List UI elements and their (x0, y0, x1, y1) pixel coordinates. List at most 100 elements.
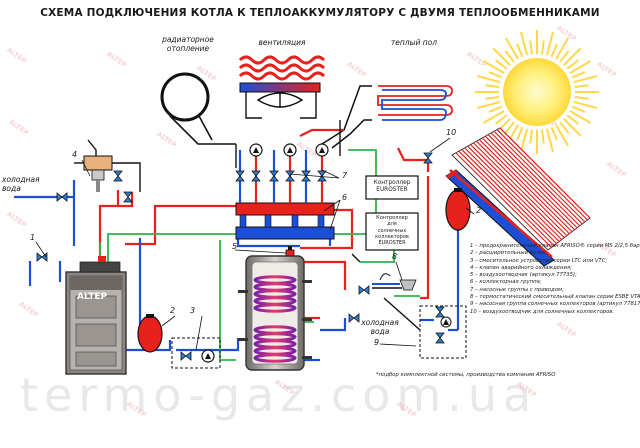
sun-illustration (475, 30, 599, 154)
boiler-brand-label: ALTEP (77, 292, 108, 302)
sun-ray (519, 31, 529, 56)
ball-valve (113, 170, 123, 182)
collector-tube (467, 145, 563, 241)
emergency-cooling-valve-4 (83, 155, 113, 192)
mixing-device-3 (171, 337, 221, 369)
collector-tube (476, 140, 571, 235)
callout-10: 10 (446, 128, 457, 137)
sun-ray (566, 114, 579, 125)
sun-ray (519, 128, 529, 153)
controller-2-line2: для (387, 221, 397, 228)
ball-valve (435, 306, 445, 318)
sun-ray (571, 105, 586, 113)
sun-ray (529, 40, 534, 55)
cold-water-outlet-label: холодная вода (352, 318, 408, 336)
underfloor-heating-label: теплый пол (390, 38, 438, 47)
ball-valve (269, 170, 279, 182)
collector-tube (464, 147, 561, 243)
sun-ray (540, 40, 545, 55)
ball-valve (235, 170, 245, 182)
collector-group-manifold (235, 168, 335, 240)
callout-leaders (35, 137, 475, 351)
heat-accumulator-tank (238, 255, 312, 371)
collector-tube (473, 142, 568, 237)
radiator-label-line2: отопление (166, 44, 210, 53)
radiator-heating-label: радиаторное отопление (158, 35, 218, 53)
thermostatic-mixing-valve-8 (372, 273, 417, 291)
sun-ray (550, 126, 558, 141)
collector-tube (479, 139, 573, 233)
collector-tube (458, 150, 555, 247)
sun-ray (482, 60, 505, 74)
sun-ray (540, 129, 545, 144)
sun-ray (504, 121, 515, 134)
controller-1-line2: EUROSTER (376, 187, 408, 193)
sun-ray (555, 124, 569, 147)
sun-ray (516, 43, 524, 58)
pump-groups (201, 143, 452, 363)
diagram-title: СХЕМА ПОДКЛЮЧЕНИЯ КОТЛА К ТЕПЛОАККУМУЛЯТ… (40, 7, 600, 19)
valves (36, 152, 445, 361)
solar-pump-group-9 (419, 305, 467, 359)
legend-item: 1 – предохранительный клапан AFRISO® сер… (470, 243, 640, 249)
controller-boxes (365, 175, 419, 251)
controller-2-line3: солнечных (377, 227, 407, 234)
ball-valve (123, 191, 133, 203)
sun-ray (545, 128, 555, 153)
heat-exchanger-coil-turn (253, 353, 297, 363)
sun-ray (495, 59, 508, 70)
legend-item: 6 – коллекторная группа; (470, 279, 542, 286)
ball-valve (358, 285, 370, 295)
sun-ray (563, 47, 582, 66)
expansion-tanks (137, 188, 471, 353)
sun-ray (574, 84, 589, 89)
sun-ray (488, 71, 503, 79)
collector-tube (470, 144, 566, 239)
sun-ray (485, 95, 500, 100)
sun-ray (566, 59, 579, 70)
legend-item: 10 – воздухоотводчик для солнечных колле… (470, 308, 615, 315)
legend-item: 7 – насосные группы с приводом; (470, 286, 564, 293)
controller-2-line1: Контроллер (376, 215, 408, 221)
ball-valve (180, 351, 192, 361)
cold-water-out-line1: холодная (361, 318, 399, 327)
callout-8: 8 (392, 252, 398, 261)
cold-water-inlet-label: холодная вода (2, 175, 40, 193)
legend-item: 4 – клапан аварийного охлаждения; (470, 264, 572, 271)
sun-ray (563, 118, 582, 137)
legend: 1 – предохранительный клапан AFRISO® сер… (470, 243, 640, 316)
sun-ray (476, 74, 501, 84)
ball-valve (301, 170, 311, 182)
radiator-label-line1: радиаторное (162, 35, 214, 44)
sun-ray (559, 121, 570, 134)
sun-ray (545, 31, 555, 56)
sun-ray (569, 60, 592, 74)
radiator-heating-circuit (160, 72, 236, 145)
legend-item: 9 – насосная группа солнечных коллекторо… (470, 301, 640, 308)
sun-ray (516, 126, 524, 141)
solar-collector (445, 127, 591, 267)
ball-valve (285, 170, 295, 182)
sun-ray (569, 110, 592, 124)
sun-ray (559, 50, 570, 63)
callout-2-solar: 2 (476, 206, 482, 215)
cold-water-out-line2: вода (370, 327, 390, 336)
underfloor-heating-loop (321, 85, 453, 149)
sun-ray (488, 105, 503, 113)
solid-fuel-boiler (65, 256, 127, 375)
controller-2-line5: EUROSTER (378, 240, 406, 247)
cold-water-in-line1: холодная (2, 175, 40, 184)
sun-ray (571, 71, 586, 79)
collector-tube (461, 149, 558, 245)
sun-ray (504, 50, 515, 63)
ball-valve (348, 313, 360, 323)
collector-tube (484, 135, 578, 229)
heat-exchanger-coil-turn (253, 303, 297, 313)
legend-item: 2 – расширительный бачок; (470, 250, 548, 257)
sun-ray (529, 129, 534, 144)
sun-ray (505, 37, 519, 60)
sun-ray (573, 74, 598, 84)
collector-tube (481, 137, 576, 231)
